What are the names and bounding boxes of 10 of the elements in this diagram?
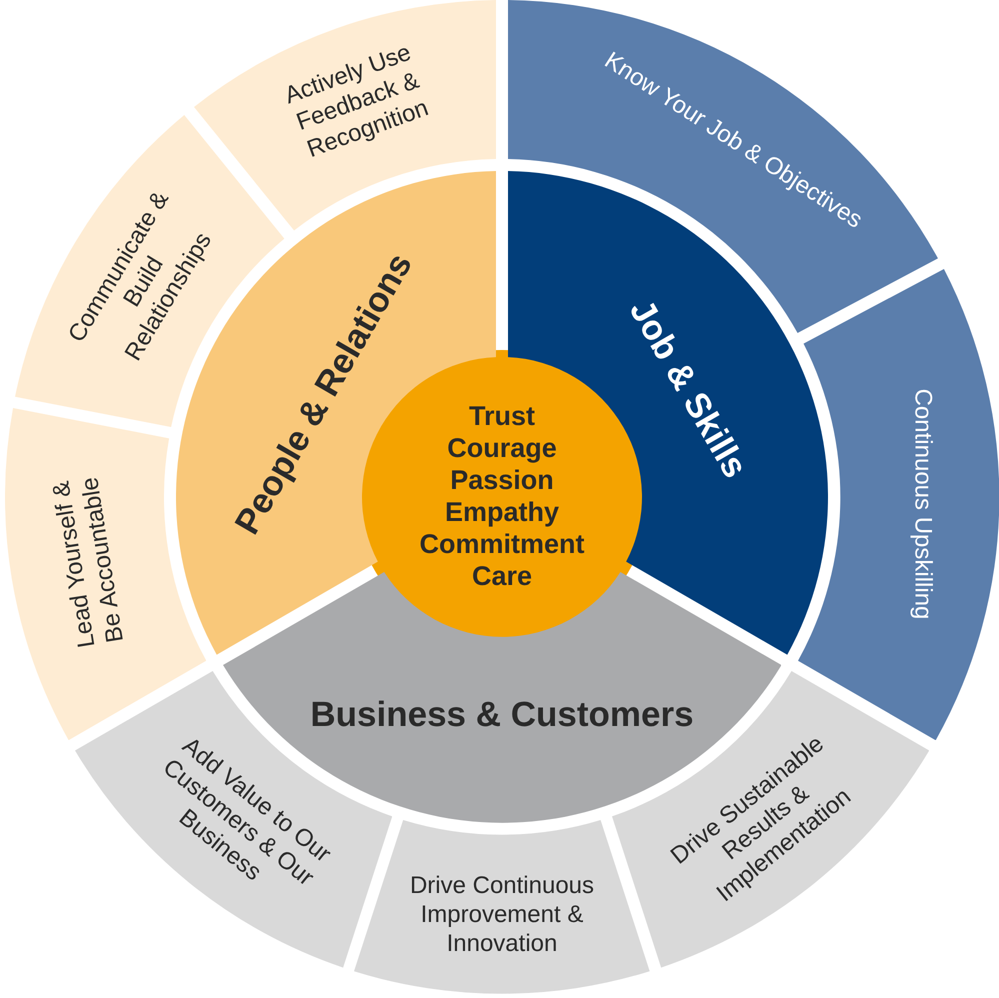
segment-label: Business & Customers	[310, 694, 694, 736]
segment-label: Lead Yourself & Be Accountable	[46, 474, 130, 652]
segment-label: Drive Continuous Improvement & Innovation	[408, 872, 596, 958]
value-label: Empathy	[444, 497, 560, 529]
value-label: Commitment	[419, 528, 584, 561]
segment-label: Continuous Upskilling	[908, 388, 936, 620]
value-label: Passion	[450, 465, 554, 497]
value-label: Courage	[447, 433, 557, 466]
value-label: Trust	[468, 401, 535, 434]
value-label: Care	[472, 560, 532, 593]
